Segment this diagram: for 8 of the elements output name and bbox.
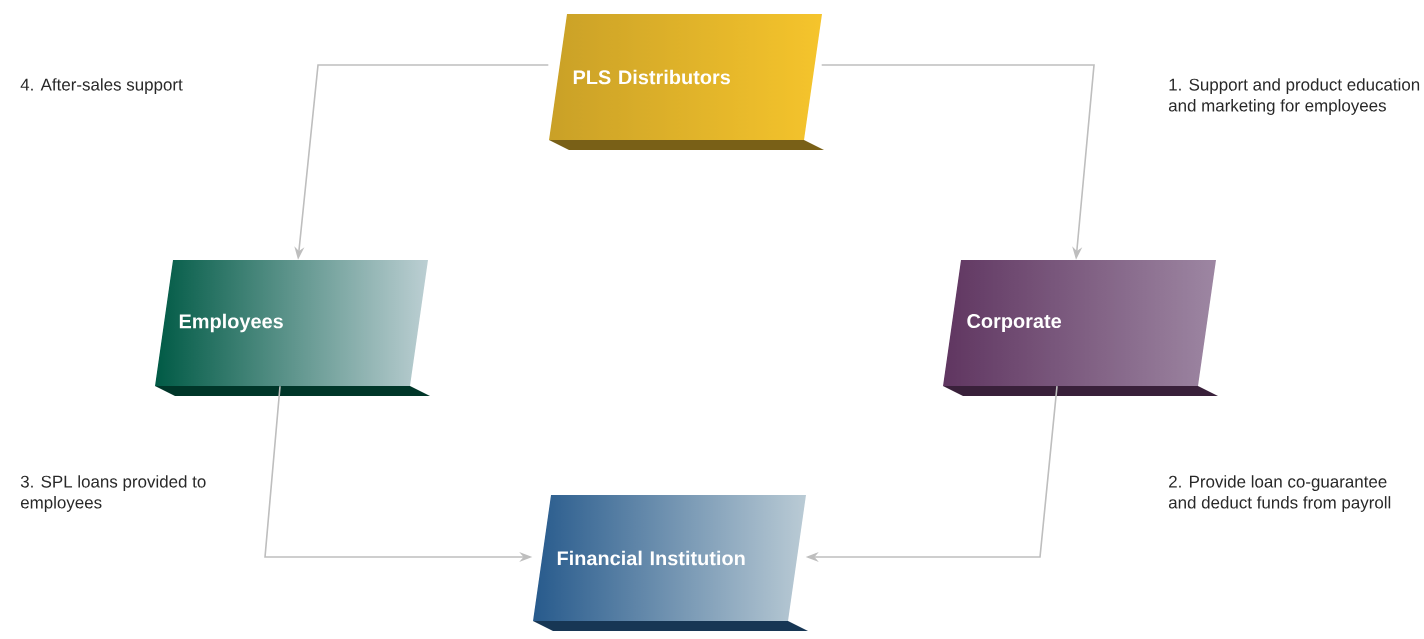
- process-box: Corporate: [943, 260, 1218, 396]
- process-box: PLS Distributors: [549, 14, 824, 150]
- step-note: 1. Support and product education and marketing for employees: [1168, 78, 1420, 115]
- process-box: Employees: [155, 260, 430, 396]
- step-note: 3. SPL loans provided to employees: [20, 475, 206, 512]
- process-box: Financial Institution: [533, 495, 808, 631]
- step-note: 2. Provide loan co-guarantee and deduct funds from payroll: [1168, 475, 1391, 512]
- step-note: 4. After-sales support: [20, 78, 183, 94]
